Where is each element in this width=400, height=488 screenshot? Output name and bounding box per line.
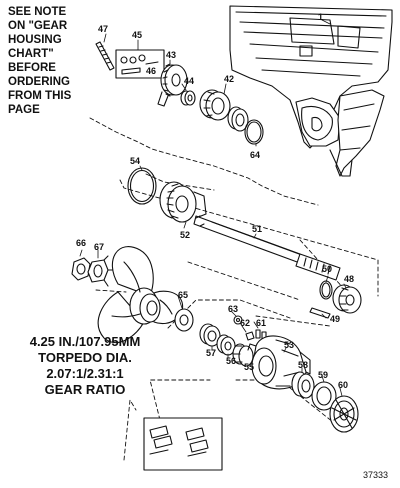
spec-line: 4.25 IN./107.95MM bbox=[29, 334, 141, 349]
callout-61: 61 bbox=[256, 318, 267, 328]
seal-part-56 bbox=[216, 334, 236, 356]
propeller bbox=[97, 246, 184, 344]
note-line: CHART" bbox=[8, 48, 54, 60]
callout-65: 65 bbox=[178, 290, 189, 300]
spec-line: TORPEDO DIA. bbox=[38, 350, 132, 365]
callout-63: 63 bbox=[228, 304, 239, 314]
tab-washer-part-67 bbox=[87, 255, 115, 287]
bearing-part-42 bbox=[199, 89, 249, 132]
figure-number: 37333 bbox=[362, 470, 388, 480]
cross-pin-part-49 bbox=[309, 307, 331, 319]
o-ring-part-54 bbox=[127, 167, 157, 205]
note-line: PAGE bbox=[8, 104, 40, 116]
callout-48: 48 bbox=[344, 274, 355, 284]
hardware-kit-part-45 bbox=[115, 49, 165, 79]
note-line: BEFORE bbox=[8, 62, 56, 74]
callout-64: 64 bbox=[250, 150, 261, 160]
propeller-shaft-part-51 bbox=[193, 215, 341, 281]
callout-57: 57 bbox=[206, 348, 217, 358]
note-line: SEE NOTE bbox=[8, 6, 67, 18]
callout-50: 50 bbox=[322, 264, 333, 274]
callout-42: 42 bbox=[224, 74, 235, 84]
callout-49: 49 bbox=[330, 314, 341, 324]
callout-44: 44 bbox=[184, 76, 195, 86]
callout-56: 56 bbox=[226, 356, 237, 366]
callout-47: 47 bbox=[98, 24, 109, 34]
callout-55: 55 bbox=[244, 362, 255, 372]
callout-43: 43 bbox=[166, 50, 177, 60]
callout-53: 53 bbox=[284, 340, 295, 350]
callout-58: 58 bbox=[298, 360, 309, 370]
clip-kit-part-57 bbox=[143, 417, 223, 471]
pin-part-47 bbox=[95, 41, 115, 71]
spec-line: 2.07:1/2.31:1 bbox=[46, 366, 124, 381]
thrust-washer-part-65 bbox=[174, 308, 194, 332]
note-line: FROM THIS bbox=[8, 90, 72, 102]
callout-45: 45 bbox=[132, 30, 143, 40]
assembly-guide-lines bbox=[89, 117, 379, 461]
pinion-gear-part-43 bbox=[157, 63, 188, 107]
prop-nut-part-66 bbox=[71, 257, 91, 281]
spacer-part-44 bbox=[180, 90, 196, 106]
thrust-hub-part-60 bbox=[329, 395, 359, 433]
washer-part-63 bbox=[233, 315, 243, 325]
leader-lines bbox=[79, 19, 347, 397]
forward-gear-part-52 bbox=[159, 181, 207, 223]
bearing-part-58 bbox=[291, 371, 315, 399]
note-line: HOUSING bbox=[8, 34, 62, 46]
bearing-carrier-part-53 bbox=[247, 335, 311, 390]
note-line: ORDERING bbox=[8, 76, 70, 88]
callout-59: 59 bbox=[318, 370, 329, 380]
note-line: ON "GEAR bbox=[8, 20, 68, 32]
o-ring-part-64 bbox=[244, 119, 264, 145]
gear-housing-part-1 bbox=[229, 5, 393, 177]
clutch-part-48 bbox=[332, 284, 362, 314]
callout-60: 60 bbox=[338, 380, 349, 390]
callout-52: 52 bbox=[180, 230, 191, 240]
callout-67: 67 bbox=[94, 242, 105, 252]
callout-51: 51 bbox=[252, 224, 263, 234]
callout-1: 1 bbox=[318, 12, 324, 22]
callout-54: 54 bbox=[130, 156, 141, 166]
callout-66: 66 bbox=[76, 238, 87, 248]
spec-line: GEAR RATIO bbox=[44, 382, 126, 397]
callout-62: 62 bbox=[240, 318, 251, 328]
retainer-part-62 bbox=[245, 331, 255, 341]
bearing-part-55 bbox=[232, 343, 254, 367]
callout-46: 46 bbox=[146, 66, 157, 76]
